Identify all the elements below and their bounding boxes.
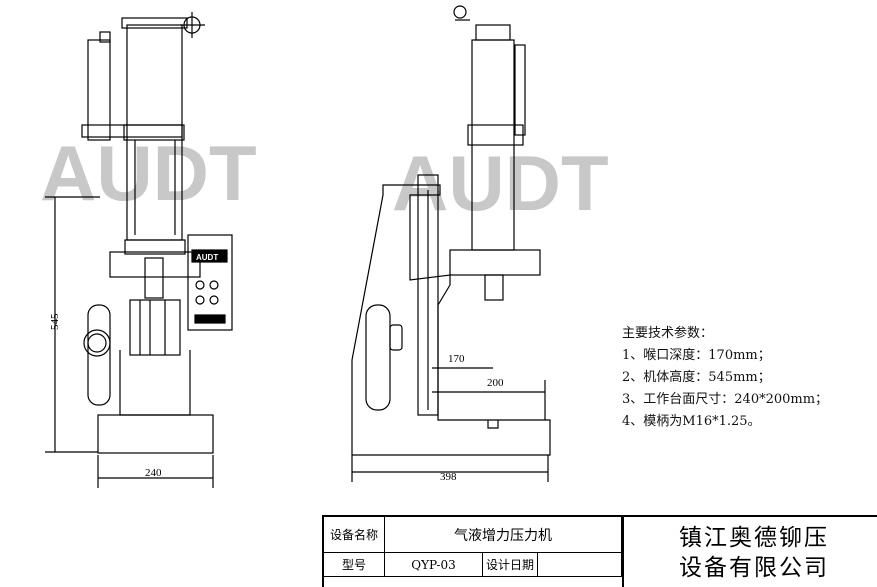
- panel-label: AUDT: [196, 253, 218, 262]
- date-value: [538, 553, 622, 577]
- spec-item: 4、模柄为M16*1.25。: [622, 414, 761, 429]
- model-label: 型号: [324, 553, 385, 577]
- dim-200: 200: [487, 377, 504, 389]
- model-value: QYP-03: [385, 553, 483, 577]
- company-line-2: 设备有限公司: [679, 555, 829, 581]
- company-line-1: 镇江奥德铆压: [679, 525, 829, 551]
- name-value: 气液增力压力机: [385, 517, 622, 553]
- front-view: [45, 12, 233, 488]
- title-block: 设备名称 气液增力压力机 型号 QYP-03 设计日期 镇江奥德铆压 设备有限公…: [322, 515, 877, 587]
- spec-item: 1、喉口深度：170mm；: [622, 348, 771, 363]
- dim-240: 240: [145, 467, 162, 479]
- technical-specs: 主要技术参数： 1、喉口深度：170mm； 2、机体高度：545mm； 3、工作…: [622, 323, 828, 433]
- dim-170: 170: [448, 353, 465, 365]
- specs-title: 主要技术参数：: [622, 326, 714, 341]
- watermark-side: AUDT: [392, 139, 609, 227]
- spec-item: 2、机体高度：545mm；: [622, 370, 771, 385]
- dim-398: 398: [440, 471, 457, 483]
- company-name: 镇江奥德铆压 设备有限公司: [622, 517, 877, 587]
- watermark-front: AUDT: [40, 129, 257, 217]
- name-label: 设备名称: [324, 517, 385, 553]
- date-label: 设计日期: [483, 553, 538, 577]
- spec-item: 3、工作台面尺寸：240*200mm；: [622, 392, 829, 407]
- side-view: [351, 5, 551, 482]
- dim-545: 545: [49, 313, 61, 330]
